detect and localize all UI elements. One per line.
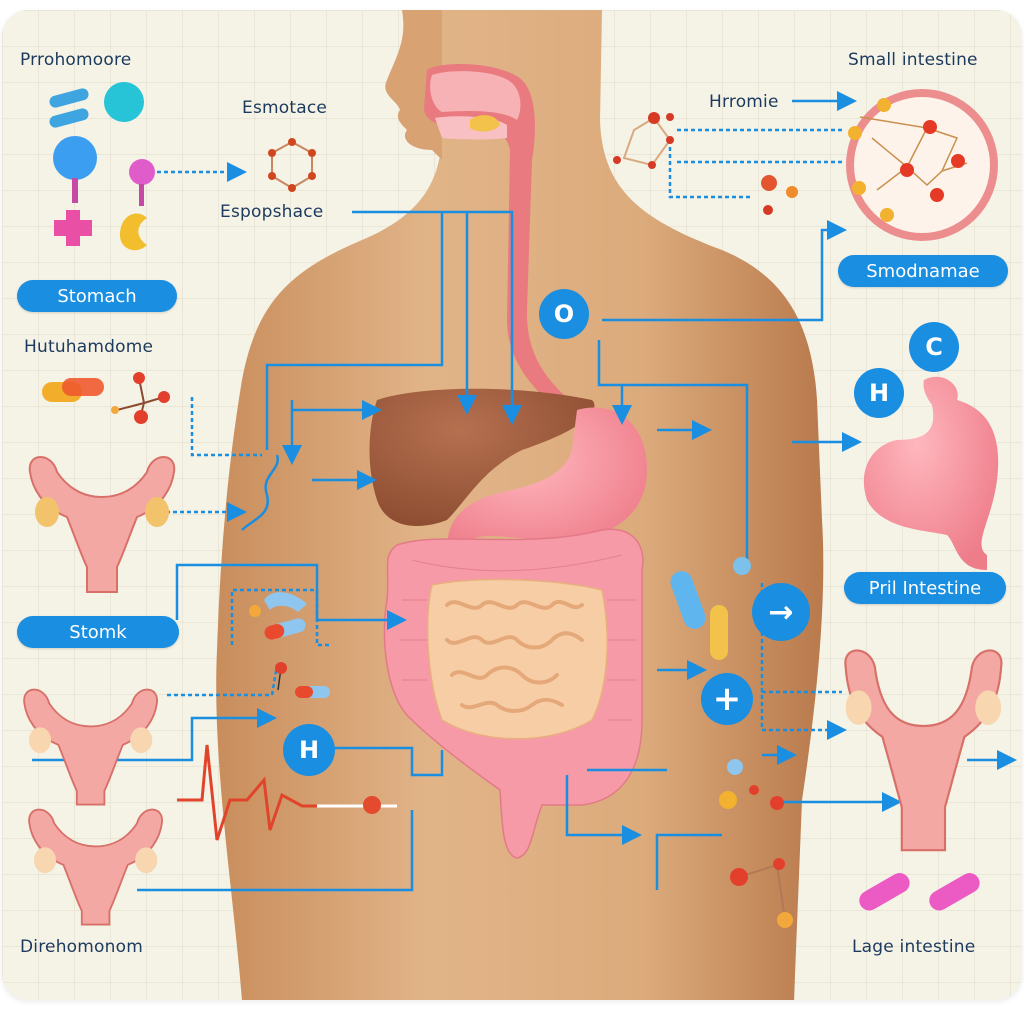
label-hrromie: Hrromie [709, 92, 779, 112]
hydrogen-symbol-icon-left: H [283, 724, 335, 776]
bottom-right-molecule-icon [730, 858, 793, 928]
diagram-card: Prrohomoore Esmotace Espopshace Stomach … [2, 10, 1022, 1000]
heartbeat-line-icon [177, 744, 317, 841]
colon-segments [400, 554, 637, 721]
label-prrohomoore: Prrohomoore [20, 50, 132, 70]
pill-icons [249, 557, 980, 911]
label-direhomonom: Direhomonom [20, 937, 143, 957]
hexagon-molecule-icon [268, 138, 316, 192]
small-intestine-illustration [426, 578, 608, 740]
pentagon-molecule-icon [613, 112, 674, 169]
anatomy-illustration [23, 10, 1017, 1000]
label-esmotace: Esmotace [242, 98, 328, 118]
label-hutuhamdome: Hutuhamdome [24, 337, 154, 357]
left-low-molecule-icon [275, 662, 287, 691]
oxygen-symbol-icon: O [539, 289, 589, 339]
right-mid-molecule-icon [719, 759, 784, 810]
pril-intestine-label-pill: Pril Intestine [844, 572, 1006, 604]
arrow-right-icon: → [752, 583, 810, 641]
capsule-icon [42, 378, 104, 402]
branched-molecule-icon [111, 372, 170, 424]
label-espopshace: Espopshace [220, 202, 324, 222]
three-atom-molecule-icon [761, 175, 798, 215]
molecule-icons [111, 89, 998, 928]
connector-lines [32, 91, 1017, 892]
label-small-intestine: Small intestine [848, 50, 978, 70]
hydrogen-symbol-icon-right: H [854, 368, 904, 418]
small-intestine-coils [445, 599, 584, 713]
ring-molecule-icon [846, 89, 998, 241]
carbon-symbol-icon: C [909, 322, 959, 372]
uterus-illustrations [23, 456, 1003, 926]
liver-illustration [369, 388, 595, 526]
smodnamae-label-pill: Smodnamae [838, 255, 1008, 287]
plus-icon: + [701, 673, 753, 725]
stomk-label-pill: Stomk [17, 616, 179, 648]
stomach-illustration [447, 407, 647, 555]
right-stomach-illustration [863, 376, 999, 570]
label-lage-intestine: Lage intestine [852, 937, 976, 957]
hormone-shapes [42, 82, 980, 911]
stomach-label-pill: Stomach [17, 280, 177, 312]
